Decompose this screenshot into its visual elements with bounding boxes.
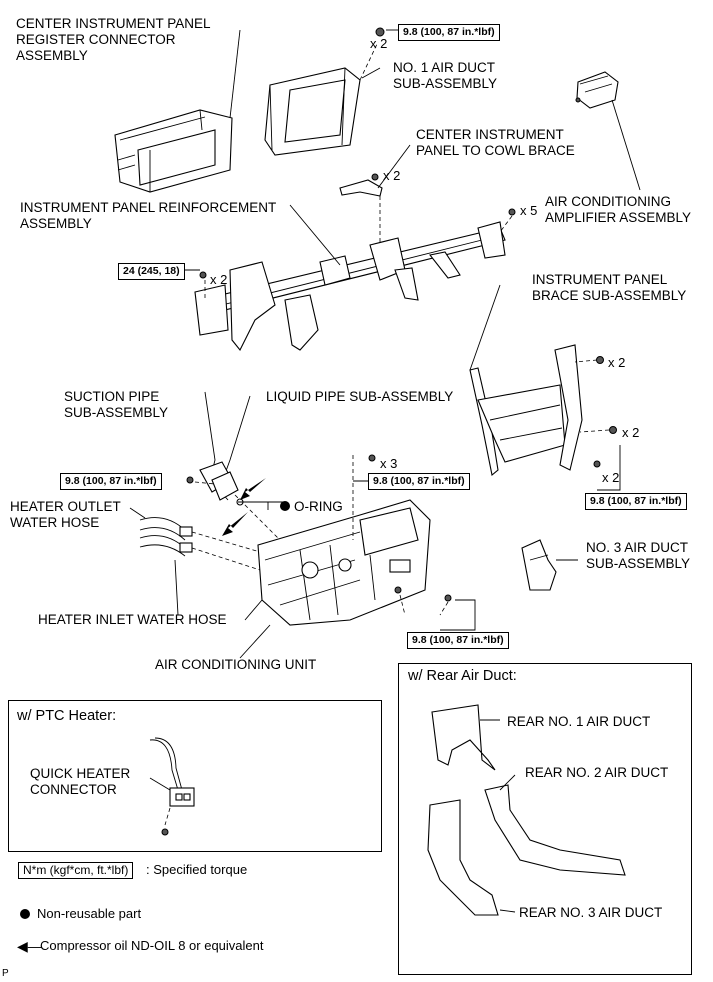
label-quick-heater-connector: QUICK HEATER CONNECTOR <box>30 766 131 797</box>
legend-nonreusable: Non-reusable part <box>37 906 142 921</box>
bolt-icon <box>375 27 385 37</box>
torque-top: 9.8 (100, 87 in.*lbf) <box>398 24 500 41</box>
heater-hoses-part <box>129 507 261 616</box>
label-ac-unit: AIR CONDITIONING UNIT <box>155 657 317 672</box>
label-heater-outlet: HEATER OUTLET WATER HOSE <box>10 499 121 530</box>
center-register-connector-part <box>114 29 241 193</box>
rear-air-ducts-part <box>427 704 626 916</box>
ptc-heater-box <box>8 700 382 852</box>
rear-air-duct-title: w/ Rear Air Duct: <box>408 668 517 684</box>
label-heater-inlet: HEATER INLET WATER HOSE <box>38 612 227 627</box>
label-no1-air-duct: NO. 1 AIR DUCT SUB-ASSEMBLY <box>393 60 498 91</box>
count-top: x 2 <box>370 36 388 51</box>
count-unit: x 3 <box>380 456 398 471</box>
count-cowl: x 2 <box>383 168 401 183</box>
torque-pipe: 9.8 (100, 87 in.*lbf) <box>60 473 162 490</box>
torque-reinforcement: 24 (245, 18) <box>118 263 185 280</box>
label-o-ring: O-RING <box>294 499 343 514</box>
label-rear-no3-air-duct: REAR NO. 3 AIR DUCT <box>519 905 663 920</box>
count-reinforcement: x 2 <box>210 272 228 287</box>
ptc-heater-title: w/ PTC Heater: <box>17 708 117 724</box>
label-liquid-pipe: LIQUID PIPE SUB-ASSEMBLY <box>266 389 454 404</box>
instrument-panel-reinforcement-part <box>194 204 516 352</box>
corner-mark: P <box>2 968 9 979</box>
oil-arrow-icon: ◀— <box>17 938 42 954</box>
label-rear-no1-air-duct: REAR NO. 1 AIR DUCT <box>507 714 651 729</box>
label-center-register-connector: CENTER INSTRUMENT PANEL REGISTER CONNECT… <box>16 16 211 63</box>
torque-brace: 9.8 (100, 87 in.*lbf) <box>585 493 687 510</box>
no3-air-duct-part <box>521 539 578 591</box>
count-amp: x 5 <box>520 203 538 218</box>
arrow-icon <box>240 478 266 500</box>
label-panel-brace: INSTRUMENT PANEL BRACE SUB-ASSEMBLY <box>532 272 687 303</box>
count-brace-3: x 2 <box>602 470 620 485</box>
ptc-heater-connector-part <box>149 737 195 836</box>
cowl-brace-part <box>339 144 411 250</box>
label-rear-no2-air-duct: REAR NO. 2 AIR DUCT <box>525 765 669 780</box>
count-brace-1: x 2 <box>608 355 626 370</box>
arrow-icon <box>222 512 248 536</box>
torque-unit-bottom: 9.8 (100, 87 in.*lbf) <box>407 632 509 649</box>
legend-torque-unit: N*m (kgf*cm, ft.*lbf) <box>18 862 134 879</box>
count-brace-2: x 2 <box>622 425 640 440</box>
air-conditioning-unit-part <box>239 454 452 659</box>
legend-compressor-oil: Compressor oil ND-OIL 8 or equivalent <box>40 938 264 953</box>
o-ring-part <box>222 478 290 536</box>
legend-torque-text: : Specified torque <box>146 862 248 877</box>
torque-unit-top: 9.8 (100, 87 in.*lbf) <box>368 473 470 490</box>
ac-amplifier-part <box>575 71 641 191</box>
label-panel-reinforcement: INSTRUMENT PANEL REINFORCEMENT ASSEMBLY <box>20 200 277 231</box>
label-center-cowl-brace: CENTER INSTRUMENT PANEL TO COWL BRACE <box>416 127 575 158</box>
no1-air-duct-part <box>264 41 381 156</box>
label-suction-pipe: SUCTION PIPE SUB-ASSEMBLY <box>64 389 169 420</box>
instrument-panel-brace-part <box>469 284 617 477</box>
label-no3-air-duct: NO. 3 AIR DUCT SUB-ASSEMBLY <box>586 540 691 571</box>
pipes-part <box>186 391 281 541</box>
label-ac-amplifier: AIR CONDITIONING AMPLIFIER ASSEMBLY <box>545 194 692 225</box>
nonreusable-bullet-icon <box>20 909 30 919</box>
rear-air-duct-box <box>398 663 692 975</box>
